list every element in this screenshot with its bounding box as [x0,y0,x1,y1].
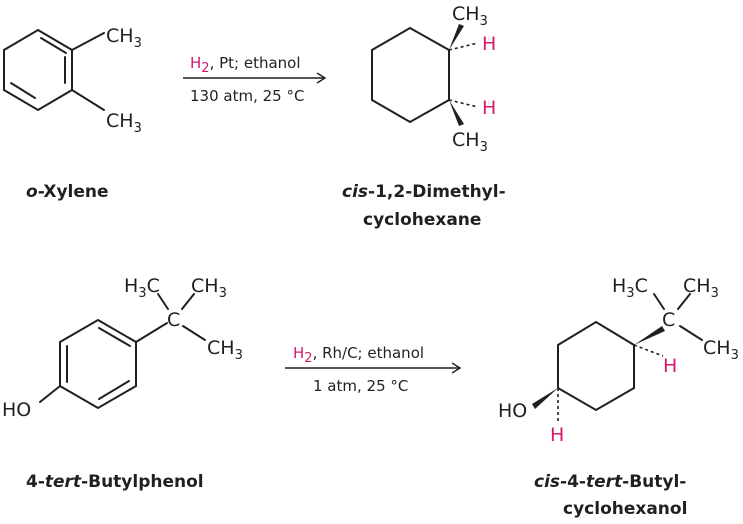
product-name-line2: cyclohexanol [563,499,687,519]
wedge-bond [449,24,464,50]
methyl-label: CH3 [703,337,739,363]
product-name-line1: cis-1,2-Dimethyl- [342,182,506,202]
ring-to-c-bond [135,322,168,343]
hydrogen-label: H [663,355,677,377]
methyl-bond [653,293,665,310]
reaction-arrow-1: H2, Pt; ethanol 130 atm, 25 °C [183,54,327,105]
methyl-bond [679,325,703,341]
methyl-bond [71,32,105,51]
cis-tert-butylcyclohexanol-structure: H3C CH3 C CH3 H HO H [498,275,739,446]
cyclohexane-ring [557,320,635,412]
methyl-bond [677,293,691,310]
arrow-head [451,362,462,374]
arrow-head [316,72,327,84]
methyl-label: CH3 [207,337,243,363]
aromatic-double-bond [98,327,131,347]
reagent-label: H2, Rh/C; ethanol [293,344,424,366]
methyl-label: CH3 [106,110,142,136]
hydroxyl-label: HO [498,400,527,422]
quaternary-carbon-label: C [167,309,180,331]
benzene-ring [3,28,73,112]
wedge-bond [449,100,464,126]
reactant-name: 4-tert-Butylphenol [26,472,204,492]
product-name-line2: cyclohexane [363,210,481,230]
benzene-ring [59,318,137,410]
methyl-bond [71,89,105,111]
cis-dimethylcyclohexane-structure: CH3 H H CH3 [371,3,496,155]
oh-bond [39,385,61,403]
hydrogen-label: H [482,97,496,119]
reactant-name: o-Xylene [26,182,109,202]
product-name-line1: cis-4-tert-Butyl- [534,472,686,492]
quaternary-carbon-label: C [662,309,675,331]
methyl-label: H3C [124,275,160,301]
methyl-bond [182,325,206,341]
aromatic-double-bond [40,37,67,54]
wedge-bond [532,388,558,409]
methyl-bond [157,293,169,310]
hydrogen-label: H [550,424,564,446]
methyl-label: CH3 [683,275,719,301]
hashed-bond [448,99,479,108]
o-xylene-structure: CH3 CH3 [3,25,142,136]
methyl-bond [181,293,195,310]
wedge-bond [634,326,665,345]
methyl-label: CH3 [452,3,488,29]
methyl-label: CH3 [452,129,488,155]
aromatic-double-bond [10,82,36,99]
hashed-bond [633,344,664,357]
aromatic-double-bond [98,380,130,400]
cyclohexane-ring [371,26,450,124]
hydroxyl-label: HO [2,399,31,421]
conditions-label: 130 atm, 25 °C [190,87,304,105]
hashed-bond [448,42,479,51]
methyl-label: H3C [612,275,648,301]
methyl-label: CH3 [106,25,142,51]
reagent-label: H2, Pt; ethanol [190,54,301,76]
reaction-arrow-2: H2, Rh/C; ethanol 1 atm, 25 °C [285,344,462,395]
hydrogen-label: H [482,33,496,55]
methyl-label: CH3 [191,275,227,301]
conditions-label: 1 atm, 25 °C [313,377,408,395]
tert-butylphenol-structure: H3C CH3 C CH3 HO [2,275,243,421]
